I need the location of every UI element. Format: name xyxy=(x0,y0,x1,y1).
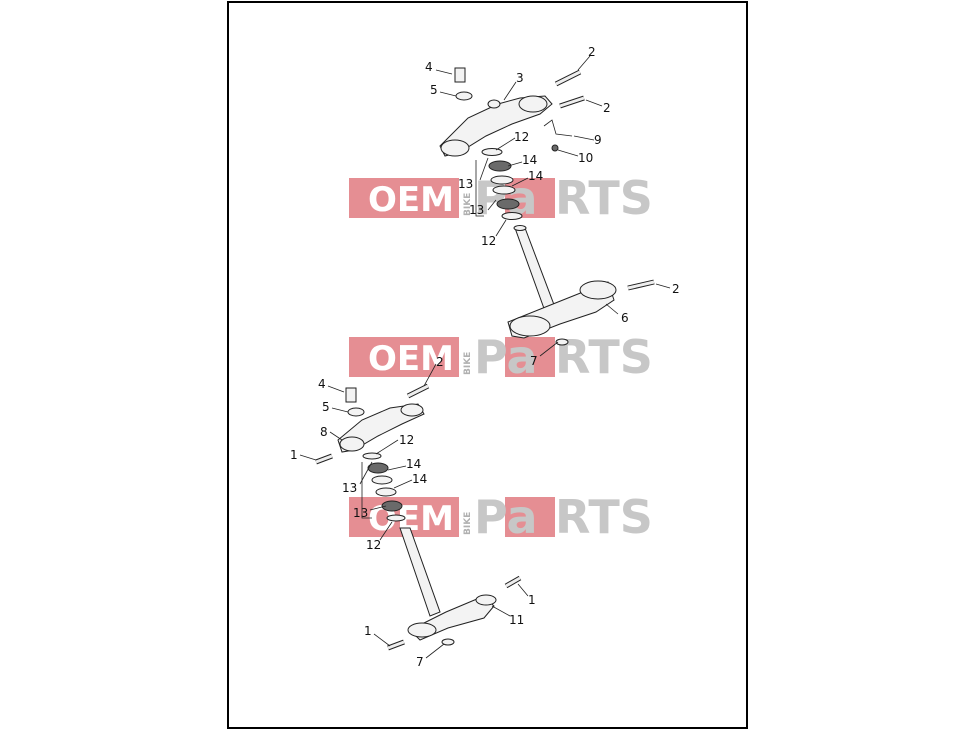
callout-2: 2 xyxy=(672,282,680,296)
callout-14: 14 xyxy=(406,457,421,471)
callout-3: 3 xyxy=(516,71,524,85)
cap-bolt-upper xyxy=(454,67,466,83)
bearing-lower-1 xyxy=(367,462,389,474)
callout-4: 4 xyxy=(318,377,326,391)
callout-7: 7 xyxy=(530,354,538,368)
callout-7: 7 xyxy=(416,655,424,669)
callout-2: 2 xyxy=(588,45,596,59)
yoke-clamp-right xyxy=(518,95,548,113)
bolt-1-upper xyxy=(315,453,333,465)
screw-10 xyxy=(551,144,559,152)
callout-4: 4 xyxy=(425,60,433,74)
bolt-1-right xyxy=(504,575,522,589)
svg-text:RTS: RTS xyxy=(555,171,653,225)
washer-lower xyxy=(347,407,365,417)
callout-2: 2 xyxy=(436,355,444,369)
washer-7-lower xyxy=(441,638,455,646)
svg-text:RTS: RTS xyxy=(555,330,653,384)
callout-12: 12 xyxy=(366,538,381,552)
pinch-bolt-upper-a xyxy=(554,69,582,87)
callout-13: 13 xyxy=(458,177,473,191)
bearing-upper-2 xyxy=(496,198,520,210)
svg-text:RTS: RTS xyxy=(555,490,653,544)
bearing-upper-1 xyxy=(488,160,512,172)
steering-stem-lower xyxy=(399,527,441,617)
callout-1: 1 xyxy=(364,624,372,638)
callout-12: 12 xyxy=(514,130,529,144)
callout-11: 11 xyxy=(509,613,524,627)
upper-assembly xyxy=(439,67,655,346)
callout-12: 12 xyxy=(399,433,414,447)
callout-12: 12 xyxy=(481,234,496,248)
pinch-bolt-upper-b xyxy=(559,95,585,109)
callouts: 4 5 3 2 2 12 9 10 14 14 13 13 12 2 6 7 2… xyxy=(290,45,680,669)
leader-lines xyxy=(299,55,671,659)
svg-text:OEM: OEM xyxy=(368,180,454,220)
svg-text:BIKE: BIKE xyxy=(463,352,473,375)
callout-13: 13 xyxy=(342,481,357,495)
washer-upper xyxy=(455,91,473,101)
steering-stem-upper xyxy=(514,227,557,315)
svg-text:BIKE: BIKE xyxy=(463,193,473,216)
lower-assembly xyxy=(315,383,522,651)
callout-9: 9 xyxy=(594,133,602,147)
callout-13: 13 xyxy=(469,203,484,217)
svg-text:Pa: Pa xyxy=(474,330,538,384)
svg-text:OEM: OEM xyxy=(368,339,454,379)
yoke-clamp-left xyxy=(440,139,470,157)
callout-6: 6 xyxy=(621,311,629,325)
svg-text:Pa: Pa xyxy=(474,490,538,544)
watermark-middle: OEM BIKE Pa RTS xyxy=(349,330,653,384)
washer-7-upper xyxy=(555,338,569,346)
callout-14: 14 xyxy=(522,153,537,167)
callout-13: 13 xyxy=(353,506,368,520)
callout-8: 8 xyxy=(320,425,328,439)
callout-10: 10 xyxy=(578,151,593,165)
callout-14: 14 xyxy=(412,472,427,486)
pinch-bolt-lower-a xyxy=(406,383,430,399)
watermark-top: OEM BIKE Pa RTS xyxy=(349,171,653,225)
bolt-1-left xyxy=(387,639,405,651)
pinch-bolt-lower-upper xyxy=(627,279,655,291)
callout-1: 1 xyxy=(528,593,536,607)
callout-1: 1 xyxy=(290,448,298,462)
callout-2: 2 xyxy=(603,101,611,115)
callout-14: 14 xyxy=(528,169,543,183)
svg-text:BIKE: BIKE xyxy=(463,512,473,535)
callout-5: 5 xyxy=(322,400,330,414)
cap-bolt-lower xyxy=(345,387,357,403)
callout-5: 5 xyxy=(430,83,438,97)
bearing-lower-2 xyxy=(381,500,403,512)
